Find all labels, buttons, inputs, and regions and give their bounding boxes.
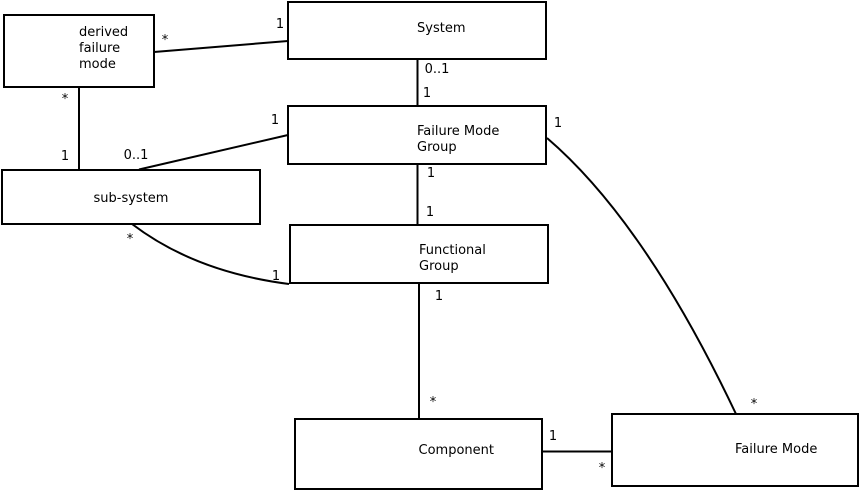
edge-sub-system-to-functional-group-curve	[131, 223, 290, 285]
multiplicity-label: 1	[271, 269, 281, 284]
node-label: derived failure mode	[79, 25, 129, 72]
multiplicity-label: 1	[270, 113, 280, 128]
node-label: sub-system	[93, 191, 169, 206]
multiplicity-label: *	[429, 395, 437, 410]
node-label: Functional Group	[419, 243, 486, 274]
multiplicity-label: 1	[60, 149, 70, 164]
node-sub-system: sub-system	[1, 169, 261, 225]
multiplicity-label: *	[161, 33, 169, 48]
multiplicity-label: 1	[553, 116, 563, 131]
multiplicity-label: *	[598, 461, 606, 476]
multiplicity-label: 1	[422, 86, 432, 101]
multiplicity-label: 1	[426, 166, 436, 181]
node-functional-group: Functional Group	[289, 224, 549, 284]
edge-sub-system-to-failure-mode-group	[138, 134, 289, 171]
node-failure-mode-group: Failure Mode Group	[287, 105, 547, 165]
node-label: Failure Mode	[735, 442, 818, 457]
multiplicity-label: 0..1	[424, 62, 450, 77]
multiplicity-label: 1	[425, 205, 435, 220]
node-label: System	[417, 21, 466, 36]
node-system: System	[287, 1, 547, 60]
node-failure-mode: Failure Mode	[611, 413, 859, 487]
node-derived-failure-mode: derived failure mode	[3, 14, 155, 88]
edge-failure-mode-group-to-failure-mode-curve	[546, 137, 737, 415]
multiplicity-label: *	[750, 397, 758, 412]
node-label: Failure Mode Group	[417, 124, 500, 155]
node-component: Component	[294, 418, 543, 490]
multiplicity-label: 0..1	[123, 148, 149, 163]
multiplicity-label: 1	[275, 17, 285, 32]
multiplicity-label: 1	[434, 289, 444, 304]
edge-derived-failure-mode-to-system	[153, 40, 289, 53]
node-label: Component	[418, 443, 494, 458]
multiplicity-label: *	[126, 232, 134, 247]
multiplicity-label: 1	[548, 429, 558, 444]
multiplicity-label: *	[61, 92, 69, 107]
